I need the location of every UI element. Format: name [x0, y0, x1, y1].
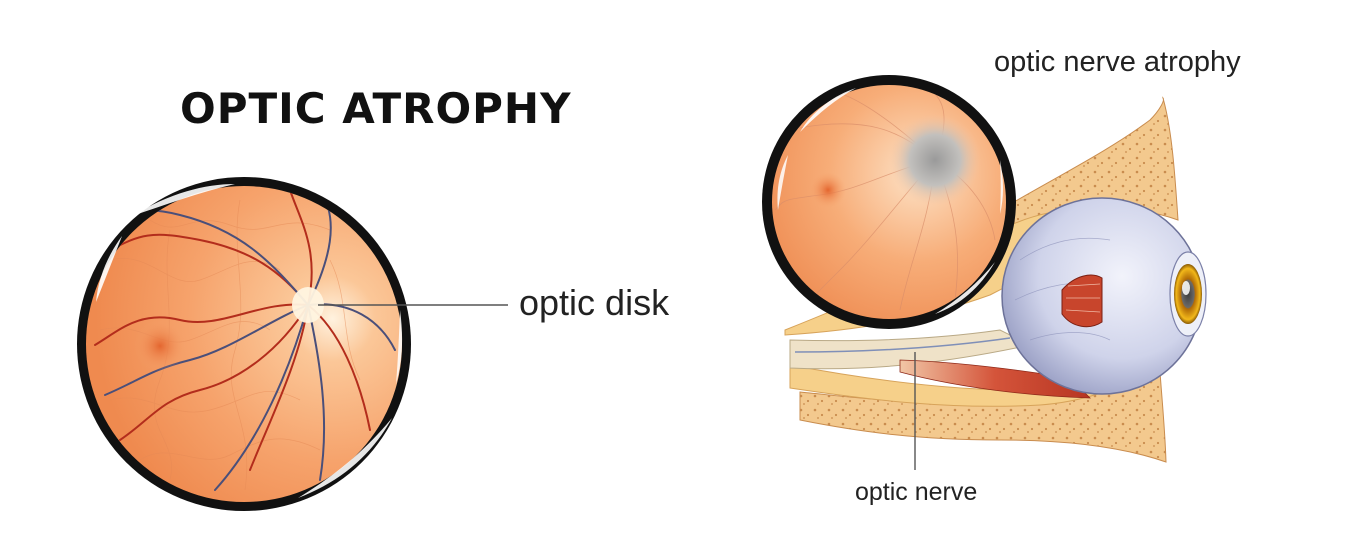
- retina-right: [772, 85, 1006, 319]
- diagram-title: OPTIC ATROPHY: [180, 84, 572, 133]
- rectus-muscle: [899, 359, 1091, 399]
- label-optic-disk: optic disk: [519, 282, 670, 323]
- label-optic-nerve-atrophy: optic nerve atrophy: [994, 46, 1241, 78]
- fundus-atrophy: [762, 75, 1016, 329]
- retina-left: [86, 186, 402, 502]
- label-optic-nerve: optic nerve: [855, 478, 978, 506]
- atrophic-disk: [889, 114, 981, 206]
- fundus-healthy: [77, 177, 411, 511]
